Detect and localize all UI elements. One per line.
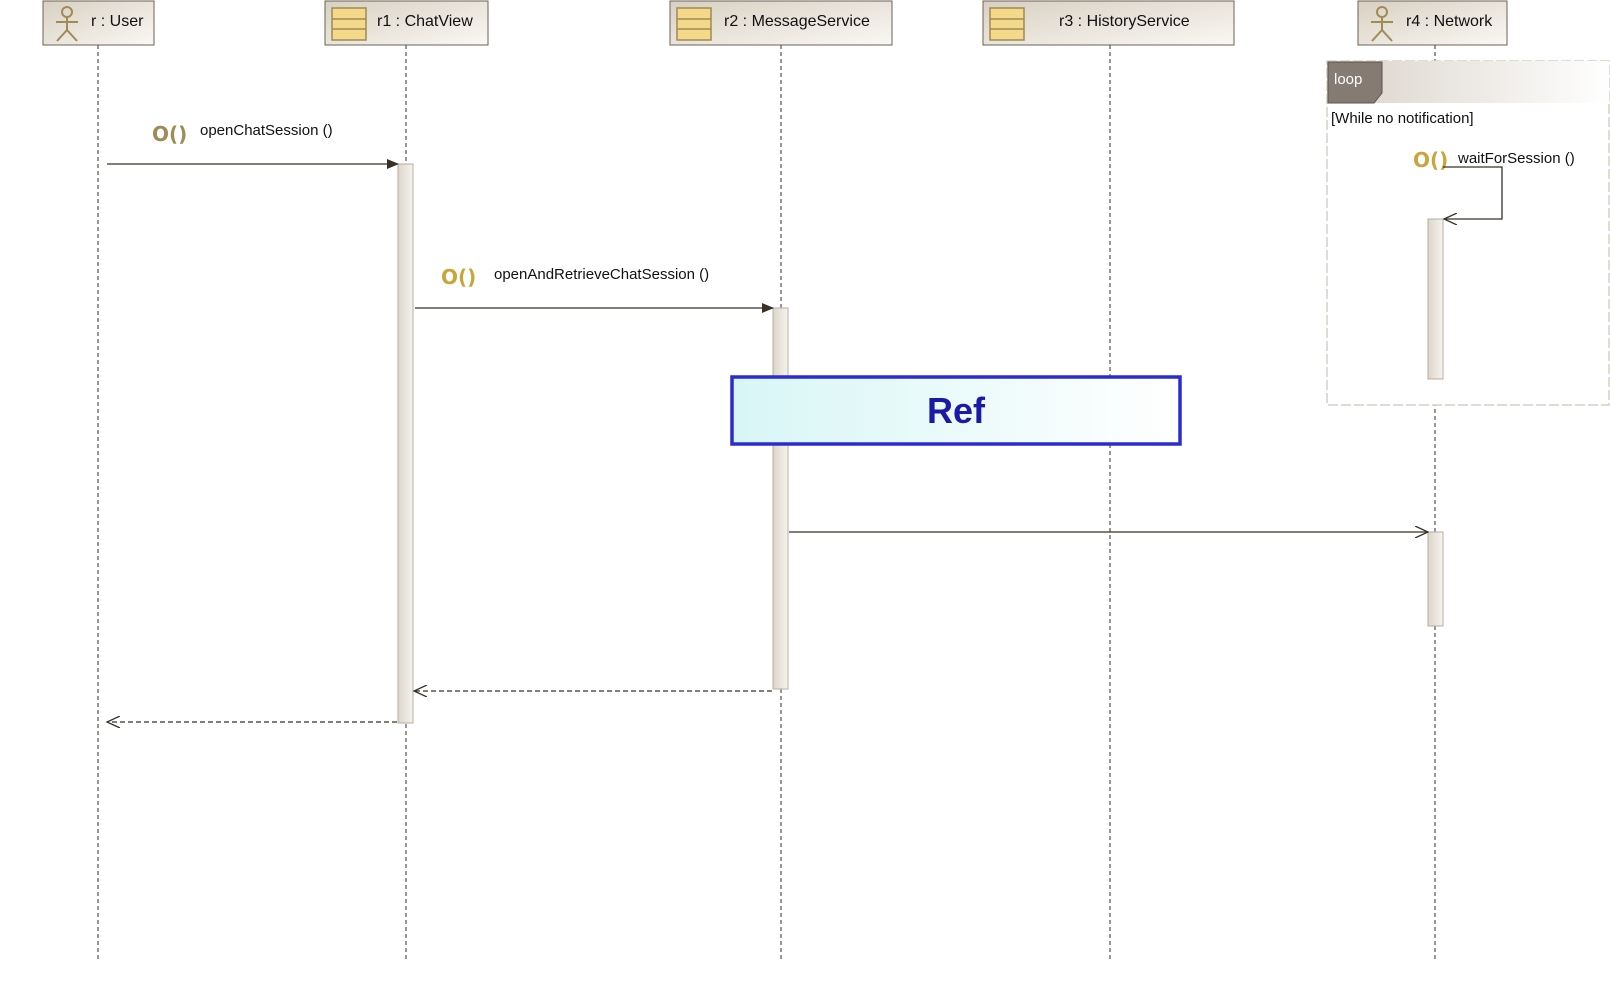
- actor-icon: [56, 6, 78, 42]
- lifeline-label: r2 : MessageService: [724, 13, 870, 30]
- activation-bars: [397, 163, 1444, 724]
- lifeline-lines: [97, 45, 1436, 960]
- lifeline-label: r : User: [91, 13, 144, 30]
- actor-icon: [1371, 6, 1393, 42]
- lifeline-label: r4 : Network: [1406, 13, 1493, 30]
- ref-label: Ref: [927, 390, 986, 431]
- activation-bar-chatview: [397, 163, 414, 724]
- activation-bar-messageservice: [772, 307, 789, 690]
- object-icon: [676, 7, 712, 41]
- message-wait-for-session[interactable]: O() waitForSession (): [1413, 148, 1575, 219]
- activation-bar-network-loop: [1427, 218, 1444, 380]
- object-icon: [989, 7, 1025, 41]
- message-open-and-retrieve-chat-session[interactable]: O() openAndRetrieveChatSession (): [415, 265, 774, 313]
- operation-icon: O(): [441, 265, 476, 289]
- loop-fragment[interactable]: loop [While no notification]: [1326, 60, 1610, 406]
- lifeline-head-historyservice[interactable]: r3 : HistoryService: [982, 0, 1235, 46]
- operation-icon: O(): [1413, 148, 1448, 172]
- lifeline-label: r3 : HistoryService: [1059, 13, 1190, 30]
- message-label: openChatSession (): [200, 122, 333, 139]
- lifeline-head-chatview[interactable]: r1 : ChatView: [324, 0, 489, 46]
- lifeline-head-messageservice[interactable]: r2 : MessageService: [669, 0, 893, 46]
- message-label: openAndRetrieveChatSession (): [494, 266, 709, 283]
- message-open-chat-session[interactable]: O() openChatSession (): [107, 122, 399, 169]
- loop-tag-label: loop: [1334, 71, 1362, 88]
- lifeline-head-user[interactable]: r : User: [42, 0, 155, 46]
- lifeline-label: r1 : ChatView: [377, 13, 473, 30]
- object-icon: [331, 7, 367, 41]
- loop-guard: [While no notification]: [1331, 110, 1474, 127]
- lifeline-head-network[interactable]: r4 : Network: [1357, 0, 1508, 46]
- message-label: waitForSession (): [1457, 150, 1575, 167]
- loop-tag-box: [1327, 61, 1383, 104]
- activation-bar-network: [1427, 531, 1444, 627]
- self-message-arrow: [1443, 166, 1503, 219]
- operation-icon: O(): [152, 122, 187, 146]
- ref-interaction-use[interactable]: Ref: [730, 375, 1182, 446]
